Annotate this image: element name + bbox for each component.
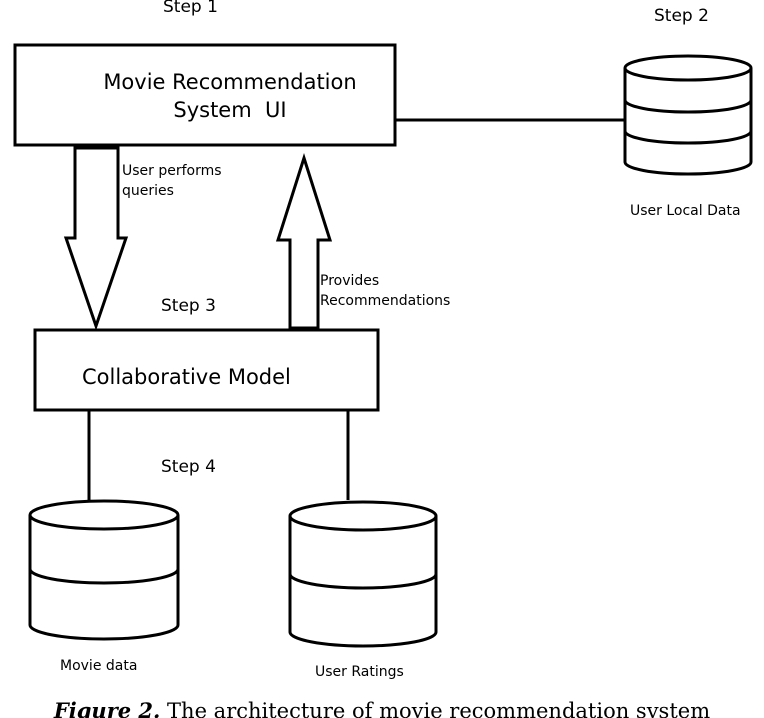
- figure-caption: Figure 2. The architecture of movie reco…: [0, 698, 764, 718]
- figure-caption-text: The architecture of movie recommendation…: [167, 699, 711, 718]
- query-arrow: [63, 146, 129, 331]
- movie-data-label: Movie data: [60, 658, 138, 674]
- recommend-arrow-label-line2: Recommendations: [320, 293, 451, 309]
- recommend-arrow-label-line1: Provides: [320, 273, 380, 289]
- user-ratings-database: [288, 500, 438, 648]
- model-box: [33, 328, 380, 412]
- user-ratings-label: User Ratings: [315, 664, 404, 680]
- step-1-label: Step 1: [163, 0, 218, 17]
- ui-box: [13, 43, 397, 147]
- query-arrow-label-line2: queries: [122, 183, 174, 199]
- local-data-database: [623, 54, 753, 176]
- query-arrow-label: User performs queries: [122, 161, 222, 201]
- ui-box-title-line2: System UI: [173, 98, 287, 122]
- movie-data-database: [28, 499, 180, 641]
- figure-caption-label: Figure 2.: [53, 698, 161, 718]
- step-4-label: Step 4: [161, 457, 216, 477]
- ui-box-title-line1: Movie Recommendation: [103, 70, 357, 94]
- step-3-label: Step 3: [161, 296, 216, 316]
- ui-box-title: Movie Recommendation System UI: [15, 68, 445, 124]
- step-2-label: Step 2: [654, 6, 709, 26]
- recommend-arrow-label: Provides Recommendations: [320, 271, 450, 311]
- model-box-title: Collaborative Model: [82, 365, 291, 389]
- query-arrow-label-line1: User performs: [122, 163, 222, 179]
- recommend-arrow: [275, 153, 333, 330]
- local-data-label: User Local Data: [630, 203, 741, 219]
